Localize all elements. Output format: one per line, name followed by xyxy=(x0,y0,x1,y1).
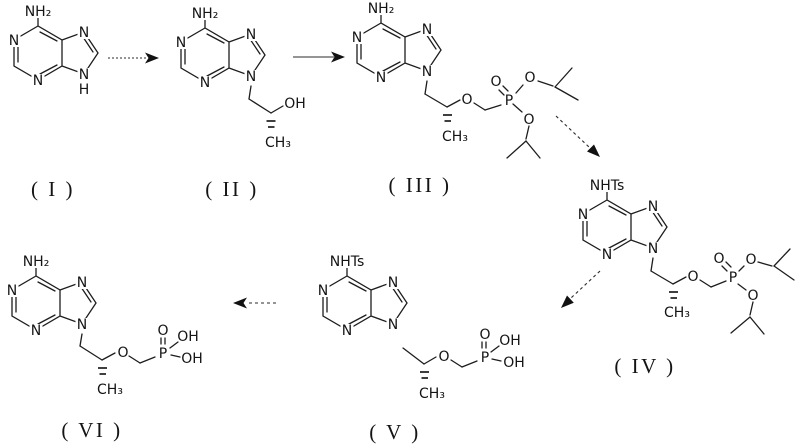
methyl-label: CH₃ xyxy=(265,135,291,151)
phosphorus-label: P xyxy=(481,350,489,366)
atom-label-masks xyxy=(350,2,434,84)
ester-oxygen-lower-label: O xyxy=(523,112,534,128)
compound-I-numeral: ( I ) xyxy=(31,177,75,201)
stereo-hash-wedge xyxy=(98,367,107,375)
methyl-label: CH₃ xyxy=(419,386,445,402)
side-chain-bonds xyxy=(650,248,795,335)
compound-II-numeral: ( II ) xyxy=(205,177,258,201)
side-chain-bonds xyxy=(79,333,181,364)
arrow-I-to-II xyxy=(108,52,159,64)
compound-V-numeral: ( V ) xyxy=(369,420,420,444)
ester-oxygen-lower-label: O xyxy=(747,288,758,304)
n1-label: N xyxy=(7,283,17,299)
stereo-hash-wedge xyxy=(443,114,452,122)
ester-oxygen-upper-label: O xyxy=(524,70,535,86)
ether-oxygen-label: O xyxy=(117,345,128,361)
ether-oxygen-label: O xyxy=(687,269,698,285)
compound-IV-structure: NHTs N N N N O P O O O CH₃ ( IV ) xyxy=(576,178,795,378)
phosphorus-label: P xyxy=(505,93,513,109)
n9-label: N xyxy=(648,241,658,257)
n7-label: N xyxy=(422,22,432,38)
n3-label: N xyxy=(602,247,612,263)
methyl-label: CH₃ xyxy=(442,129,468,145)
amine-label: NH₂ xyxy=(368,1,395,17)
compound-IV-numeral: ( IV ) xyxy=(614,354,675,378)
arrowhead-left-icon xyxy=(233,297,247,309)
amine-label: NH₂ xyxy=(25,4,52,20)
ester-oxygen-upper-label: O xyxy=(745,252,756,268)
atom-label-masks xyxy=(316,255,400,337)
n9-label: N xyxy=(77,317,87,333)
arrow-IV-to-V xyxy=(561,270,601,308)
n1-label: N xyxy=(9,33,19,49)
stereo-hash-wedge xyxy=(266,120,276,128)
phosphoryl-oxygen-label: O xyxy=(479,327,490,343)
side-chain-bonds xyxy=(424,67,579,159)
phosphorus-label: P xyxy=(729,270,737,286)
arrowhead-down-right-icon xyxy=(587,144,600,157)
arrow-III-to-IV xyxy=(555,115,600,157)
compound-V-structure: NHTs N N N N O P O OH OH CH₃ ( V ) xyxy=(316,254,525,444)
arrow-II-to-III xyxy=(293,51,345,63)
hydroxyl-label: OH xyxy=(284,96,306,112)
atom-label-masks xyxy=(5,255,89,337)
phosphorus-label: P xyxy=(159,346,167,362)
n3-label: N xyxy=(342,323,352,339)
n7-label: N xyxy=(648,199,658,215)
n9-label: N xyxy=(422,64,432,80)
stereo-hash-wedge xyxy=(669,291,678,299)
n7-label: N xyxy=(388,275,398,291)
side-chain-bonds xyxy=(402,341,502,368)
tosylamide-label: NHTs xyxy=(590,178,625,194)
n9-label: N xyxy=(246,69,256,85)
phosphoryl-oxygen-label: O xyxy=(713,251,724,267)
ether-oxygen-label: O xyxy=(461,92,472,108)
hydroxyl-lower-label: OH xyxy=(503,355,525,371)
n3-label: N xyxy=(33,73,43,89)
atom-label-masks xyxy=(7,5,91,87)
n3-label: N xyxy=(200,75,210,91)
n7-label: N xyxy=(77,275,87,291)
atom-label-masks xyxy=(576,179,660,261)
compound-I-structure: NH₂ N N N N H ( I ) xyxy=(7,4,99,201)
methyl-label: CH₃ xyxy=(664,305,690,321)
n9-label: N xyxy=(388,317,398,333)
compound-VI-numeral: ( VI ) xyxy=(61,418,122,442)
ether-oxygen-label: O xyxy=(438,349,449,365)
hydroxyl-upper-label: OH xyxy=(177,329,199,345)
methyl-label: CH₃ xyxy=(97,382,123,398)
arrowhead-right-icon xyxy=(331,51,345,63)
n9-h-label: H xyxy=(79,82,90,98)
compound-III-numeral: ( III ) xyxy=(389,173,452,197)
n1-label: N xyxy=(176,35,186,51)
arrow-V-to-VI xyxy=(233,297,276,309)
compound-III-structure: NH₂ N N N N O P O O O CH₃ ( III ) xyxy=(350,1,579,197)
compound-VI-structure: NH₂ N N N N O P O OH OH CH₃ ( VI ) xyxy=(5,254,203,442)
n9-label: N xyxy=(79,67,89,83)
arrowhead-right-icon xyxy=(145,52,159,64)
stereo-hash-wedge xyxy=(420,371,429,379)
side-chain-bonds xyxy=(248,85,284,114)
n1-label: N xyxy=(578,207,588,223)
n1-label: N xyxy=(352,30,362,46)
hydroxyl-upper-label: OH xyxy=(499,333,521,349)
n7-label: N xyxy=(79,25,89,41)
atom-label-masks xyxy=(174,7,258,89)
phosphoryl-oxygen-label: O xyxy=(490,74,501,90)
amine-label: NH₂ xyxy=(192,6,219,22)
compound-II-structure: NH₂ N N N N OH CH₃ ( II ) xyxy=(174,6,306,201)
n3-label: N xyxy=(376,70,386,86)
n7-label: N xyxy=(246,27,256,43)
n3-label: N xyxy=(31,323,41,339)
hydroxyl-lower-label: OH xyxy=(181,351,203,367)
phosphoryl-oxygen-label: O xyxy=(157,323,168,339)
tosylamide-label: NHTs xyxy=(330,254,365,270)
n1-label: N xyxy=(318,283,328,299)
amine-label: NH₂ xyxy=(23,254,50,270)
arrowhead-down-left-icon xyxy=(561,295,574,308)
